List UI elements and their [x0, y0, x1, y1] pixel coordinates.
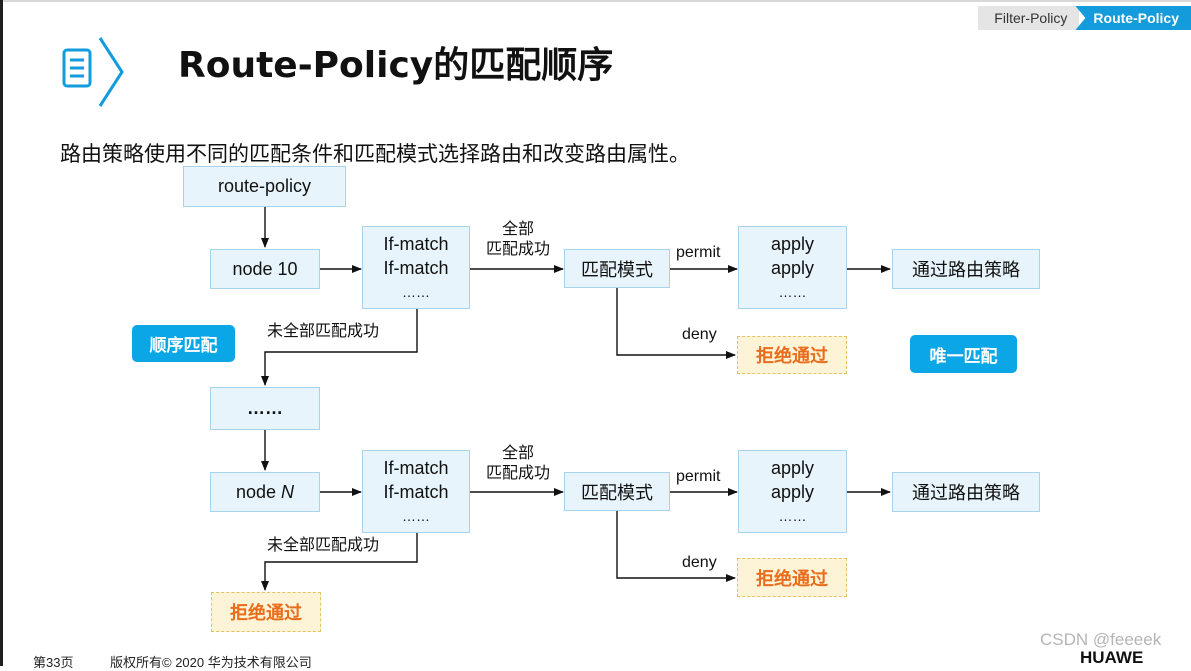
ifmatch-line-2: If-match	[383, 257, 449, 278]
all-match-label-2: 全部 匹配成功	[478, 444, 558, 484]
ifmatch-2-line-2: If-match	[383, 481, 449, 502]
route-policy-box: route-policy	[183, 166, 346, 207]
top-rule	[0, 0, 1191, 2]
apply-box-2: apply apply ……	[738, 450, 847, 533]
not-all-match-label: 未全部匹配成功	[267, 323, 380, 340]
page-title: Route-Policy的匹配顺序	[178, 45, 614, 86]
match-mode-box: 匹配模式	[564, 249, 670, 288]
document-icon	[62, 37, 124, 107]
ifmatch-line-1: If-match	[383, 233, 449, 254]
match-mode-box-2: 匹配模式	[564, 472, 670, 511]
apply-2-line-3: ……	[778, 507, 807, 524]
all-match-line-1: 全部	[501, 221, 534, 238]
deny-label: deny	[682, 326, 717, 343]
brand-logo: HUAWE	[1080, 648, 1144, 667]
breadcrumb: Filter-Policy Route-Policy	[978, 6, 1191, 30]
node-n-prefix: node	[235, 481, 282, 502]
connector-ifmatch-reject	[261, 533, 418, 591]
permit-label-2: permit	[676, 468, 721, 485]
tab-route-policy[interactable]: Route-Policy	[1075, 6, 1191, 30]
node-n-var: N	[281, 481, 295, 502]
page-number: 第33页	[33, 655, 74, 670]
reject-box: 拒绝通过	[737, 336, 847, 374]
connector-ifmatch-ellipsis	[261, 308, 418, 386]
all-match-2-line-2: 匹配成功	[485, 465, 550, 482]
ifmatch-2-line-3: ……	[402, 507, 430, 524]
ellipsis-box: ……	[210, 387, 320, 430]
apply-line-3: ……	[778, 283, 807, 300]
apply-2-line-2: apply	[770, 481, 815, 502]
pass-box: 通过路由策略	[892, 249, 1040, 289]
reject-box-2: 拒绝通过	[737, 558, 847, 597]
ifmatch-2-line-1: If-match	[383, 457, 449, 478]
tab-filter-policy[interactable]: Filter-Policy	[978, 6, 1080, 30]
watermark: CSDN @feeeek	[1040, 630, 1162, 649]
not-all-match-label-2: 未全部匹配成功	[267, 537, 380, 554]
permit-label: permit	[676, 244, 721, 261]
connector-mode-deny-2	[616, 511, 736, 582]
all-match-2-line-1: 全部	[501, 445, 534, 462]
ifmatch-box: If-match If-match ……	[362, 226, 470, 309]
left-border	[0, 0, 3, 666]
pass-box-2: 通过路由策略	[892, 472, 1040, 512]
all-match-label: 全部 匹配成功	[478, 220, 558, 260]
apply-box: apply apply ……	[738, 226, 847, 309]
sequential-match-tag: 顺序匹配	[132, 325, 235, 362]
deny-label-2: deny	[682, 554, 717, 571]
apply-line-2: apply	[770, 257, 815, 278]
ifmatch-box-2: If-match If-match ……	[362, 450, 470, 533]
all-match-line-2: 匹配成功	[485, 241, 550, 258]
apply-2-line-1: apply	[770, 457, 815, 478]
reject-box-final: 拒绝通过	[211, 592, 321, 632]
connector-mode-deny	[616, 288, 736, 359]
apply-line-1: apply	[770, 233, 815, 254]
ifmatch-line-3: ……	[402, 283, 430, 300]
unique-match-tag: 唯一匹配	[910, 335, 1017, 373]
node-10-box: node 10	[210, 249, 320, 289]
subtitle: 路由策略使用不同的匹配条件和匹配模式选择路由和改变路由属性。	[60, 142, 690, 166]
node-n-box: node N	[210, 472, 320, 512]
copyright: 版权所有© 2020 华为技术有限公司	[110, 655, 312, 670]
